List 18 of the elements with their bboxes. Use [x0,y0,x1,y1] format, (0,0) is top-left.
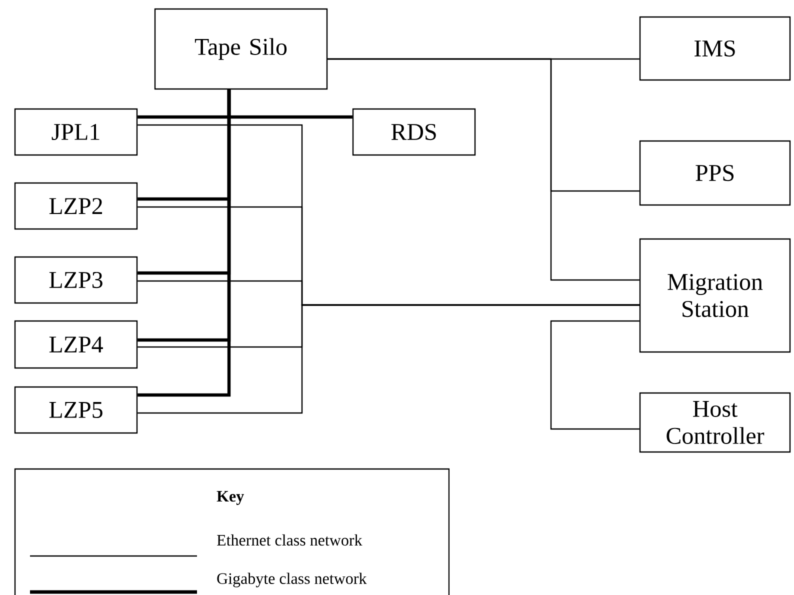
network-line [328,58,640,281]
component-box: LZP5 [14,386,138,434]
component-box: Host Controller [639,392,791,453]
legend-text: Ethernet class network [217,534,362,546]
component-box: Migration Station [639,238,791,353]
network-line [550,320,640,430]
network-line [138,304,640,414]
component-box: JPL1 [14,108,138,156]
network-line [138,90,231,397]
component-box: RDS [352,108,476,156]
key-title: Key [216,491,244,505]
component-box: LZP4 [14,320,138,369]
component-box: IMS [639,16,791,81]
component-box: Tape Silo [154,8,328,90]
component-box: LZP3 [14,256,138,304]
component-box: PPS [639,140,791,206]
component-box: LZP2 [14,182,138,230]
legend-text: Gigabyte class network [217,572,367,588]
